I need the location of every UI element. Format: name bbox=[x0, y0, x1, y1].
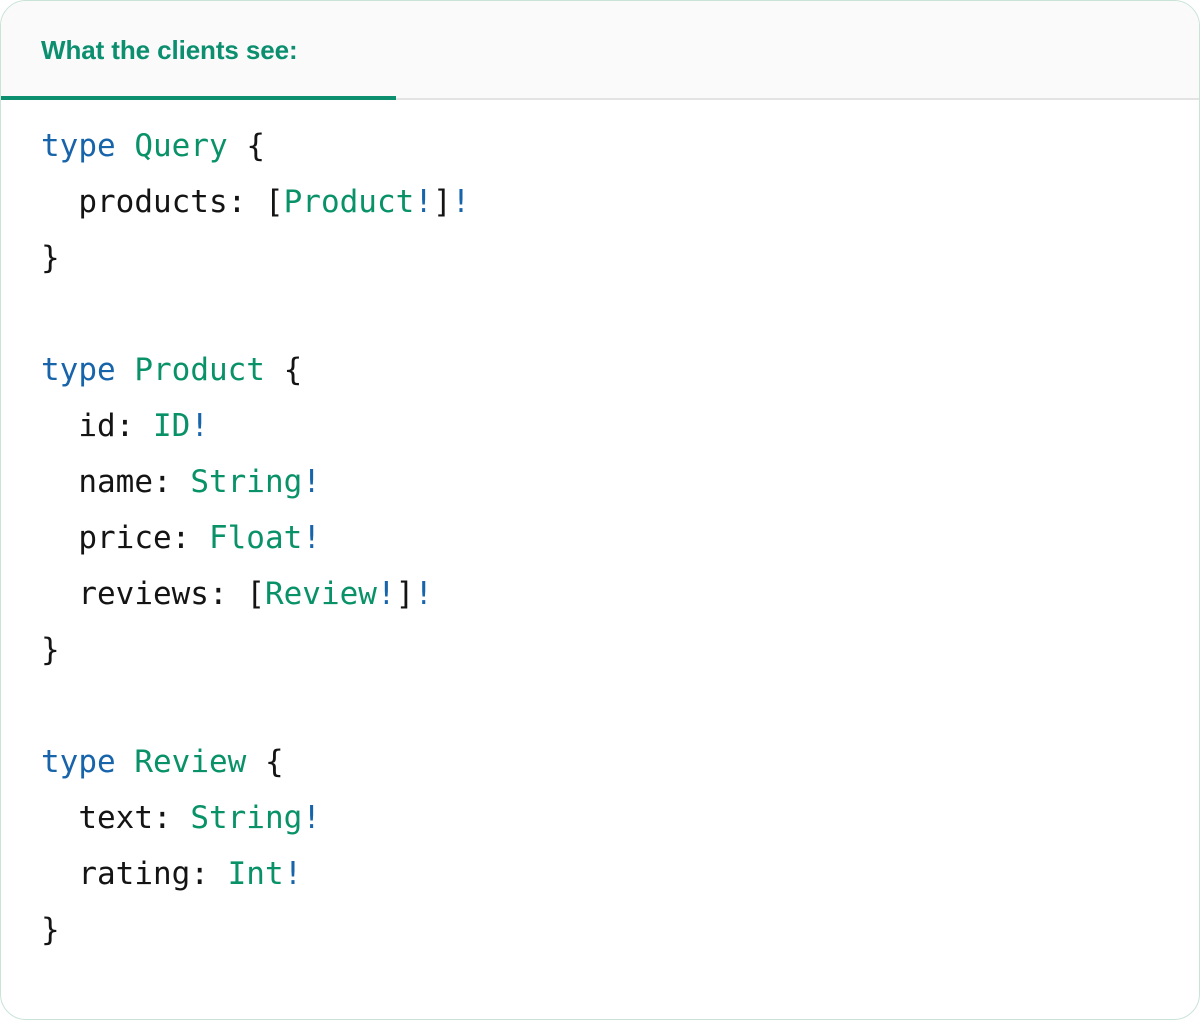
code-token: ! bbox=[302, 520, 321, 556]
code-token: ! bbox=[414, 576, 433, 612]
code-area: type Query { products: [Product!]!} type… bbox=[1, 100, 1199, 958]
code-token: { bbox=[246, 744, 284, 780]
tab-label: What the clients see: bbox=[41, 35, 298, 65]
code-line: price: Float! bbox=[41, 510, 1199, 566]
code-token: : bbox=[208, 576, 247, 612]
tab-active-underline bbox=[1, 96, 396, 100]
code-token: { bbox=[264, 352, 303, 388]
code-token: ! bbox=[302, 800, 321, 836]
code-token bbox=[41, 184, 78, 220]
code-line: type Product { bbox=[41, 342, 1199, 398]
code-token: Query bbox=[134, 128, 228, 164]
code-token: : bbox=[190, 856, 228, 892]
code-line: type Query { bbox=[41, 118, 1199, 174]
code-token: rating bbox=[78, 856, 191, 892]
code-token: [ bbox=[264, 184, 284, 220]
code-token: reviews bbox=[78, 576, 209, 612]
code-line: id: ID! bbox=[41, 398, 1199, 454]
code-token: ! bbox=[302, 464, 321, 500]
code-token: Review bbox=[264, 576, 377, 612]
code-line: name: String! bbox=[41, 454, 1199, 510]
code-token bbox=[41, 464, 78, 500]
code-token bbox=[116, 128, 135, 164]
code-token: ! bbox=[190, 408, 209, 444]
code-token: String bbox=[190, 464, 303, 500]
code-token: : bbox=[227, 184, 265, 220]
code-token bbox=[41, 800, 78, 836]
code-line bbox=[41, 678, 1199, 734]
code-token: : bbox=[152, 800, 191, 836]
code-line: products: [Product!]! bbox=[41, 174, 1199, 230]
code-token: Float bbox=[208, 520, 303, 556]
code-token: Product bbox=[283, 184, 415, 220]
tab-what-the-clients-see[interactable]: What the clients see: bbox=[1, 1, 298, 100]
code-token: ] bbox=[432, 184, 452, 220]
code-token bbox=[116, 744, 135, 780]
graphql-schema-code[interactable]: type Query { products: [Product!]!} type… bbox=[1, 118, 1199, 958]
code-token: } bbox=[41, 632, 60, 668]
code-line: } bbox=[41, 230, 1199, 286]
code-token: } bbox=[41, 240, 60, 276]
code-token: type bbox=[41, 744, 116, 780]
code-token: text bbox=[78, 800, 153, 836]
code-token: name bbox=[78, 464, 153, 500]
code-token: ! bbox=[414, 184, 433, 220]
code-token: : bbox=[115, 408, 153, 444]
code-line: reviews: [Review!]! bbox=[41, 566, 1199, 622]
code-token: ] bbox=[395, 576, 415, 612]
code-token: type bbox=[41, 128, 116, 164]
code-token bbox=[41, 576, 78, 612]
code-line: } bbox=[41, 622, 1199, 678]
code-token: ! bbox=[283, 856, 303, 892]
code-line: } bbox=[41, 902, 1199, 958]
tab-strip: What the clients see: bbox=[1, 1, 1199, 100]
code-token: [ bbox=[246, 576, 265, 612]
code-token bbox=[41, 408, 78, 444]
code-token: ! bbox=[376, 576, 396, 612]
code-token: String bbox=[190, 800, 303, 836]
code-token: : bbox=[152, 464, 191, 500]
code-token: : bbox=[171, 520, 209, 556]
code-token: { bbox=[227, 128, 265, 164]
code-token bbox=[116, 352, 135, 388]
code-line bbox=[41, 286, 1199, 342]
code-token: Int bbox=[227, 856, 284, 892]
tab-strip-rule bbox=[1, 98, 1199, 100]
code-line: type Review { bbox=[41, 734, 1199, 790]
code-token: ID bbox=[152, 408, 191, 444]
code-token: ! bbox=[451, 184, 471, 220]
code-token: } bbox=[41, 912, 60, 948]
code-token: Review bbox=[134, 744, 247, 780]
code-token bbox=[41, 520, 78, 556]
code-token: products bbox=[78, 184, 228, 220]
code-token: type bbox=[41, 352, 116, 388]
code-token: Product bbox=[134, 352, 265, 388]
code-token: price bbox=[78, 520, 172, 556]
code-line: rating: Int! bbox=[41, 846, 1199, 902]
code-token bbox=[41, 856, 78, 892]
code-line: text: String! bbox=[41, 790, 1199, 846]
code-token: id bbox=[78, 408, 116, 444]
